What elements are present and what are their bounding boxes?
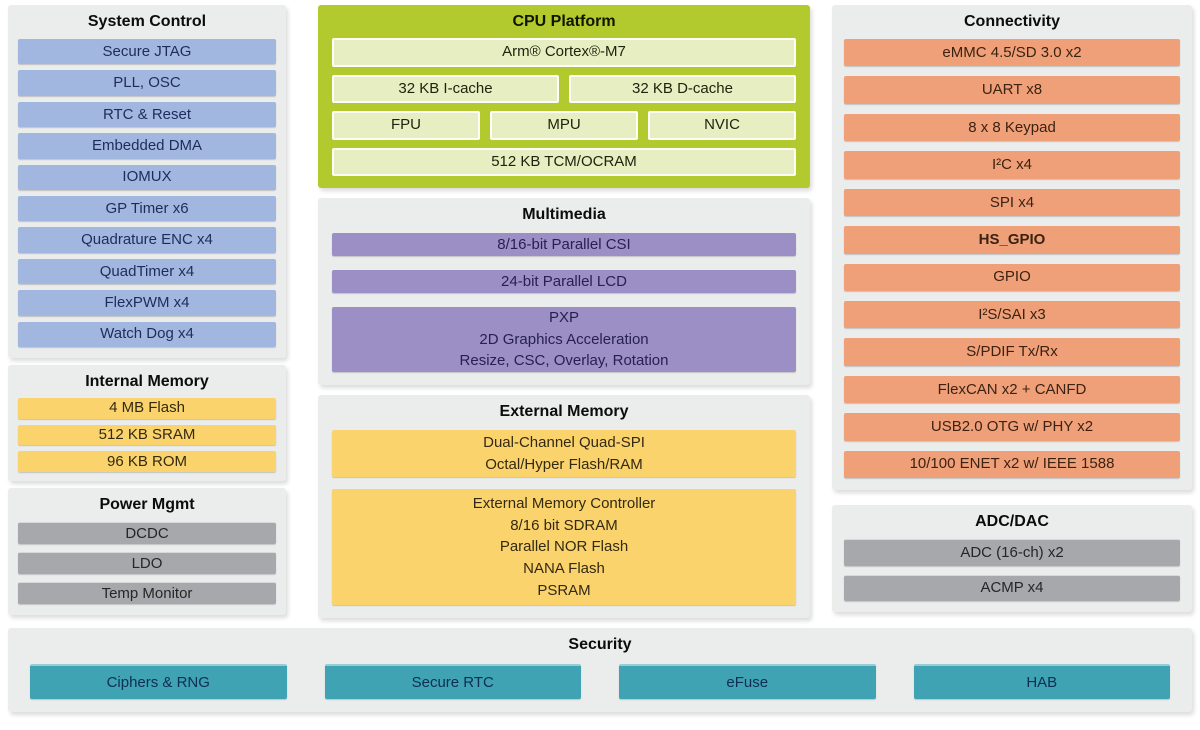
block-item: 32 KB D-cache <box>569 74 796 103</box>
block-item: 24-bit Parallel LCD <box>332 270 796 293</box>
block-item: Secure RTC <box>324 664 581 699</box>
block-item: HS_GPIO <box>844 226 1180 254</box>
block-item: 512 KB SRAM <box>18 424 276 446</box>
block-item: Ciphers & RNG <box>30 664 287 699</box>
block-item: External Memory Controller 8/16 bit SDRA… <box>332 489 796 605</box>
block-item: SPI x4 <box>844 188 1180 217</box>
block-item: 8 x 8 Keypad <box>844 113 1180 142</box>
block-item: Quadrature ENC x4 <box>18 227 276 253</box>
external-memory-list: Dual-Channel Quad-SPI Octal/Hyper Flash/… <box>318 426 810 618</box>
block-item: ACMP x4 <box>844 574 1180 601</box>
block-item: RTC & Reset <box>18 101 276 128</box>
section-security: Security Ciphers & RNG Secure RTC eFuse HAB <box>8 628 1192 712</box>
cpu-row: 512 KB TCM/OCRAM <box>332 147 796 176</box>
multimedia-list: 8/16-bit Parallel CSI 24-bit Parallel LCD… <box>318 229 810 385</box>
block-item: Secure JTAG <box>18 39 276 65</box>
block-item: FlexPWM x4 <box>18 290 276 316</box>
block-item: Watch Dog x4 <box>18 321 276 348</box>
block-item: I²C x4 <box>844 151 1180 179</box>
section-title-adc-dac: ADC/DAC <box>975 513 1049 530</box>
block-item: PLL, OSC <box>18 70 276 96</box>
section-multimedia: Multimedia 8/16-bit Parallel CSI 24-bit P… <box>318 198 810 385</box>
internal-memory-list: 4 MB Flash 512 KB SRAM 96 KB ROM <box>8 396 286 481</box>
section-title-connectivity: Connectivity <box>963 13 1060 30</box>
block-item: 10/100 ENET x2 w/ IEEE 1588 <box>844 450 1180 479</box>
block-item: USB2.0 OTG w/ PHY x2 <box>844 413 1180 441</box>
block-item: LDO <box>18 552 276 574</box>
block-item: IOMUX <box>18 164 276 191</box>
security-list: Ciphers & RNG Secure RTC eFuse HAB <box>8 659 1192 712</box>
block-item: PXP 2D Graphics Acceleration Resize, CSC… <box>332 307 796 372</box>
block-item: eFuse <box>619 664 876 699</box>
section-title-system-control: System Control <box>87 13 207 30</box>
block-item: 512 KB TCM/OCRAM <box>332 147 796 176</box>
block-item: 96 KB ROM <box>18 451 276 473</box>
section-power-mgmt: Power Mgmt DCDC LDO Temp Monitor <box>8 488 286 615</box>
cpu-row: Arm® Cortex®-M7 <box>332 38 796 67</box>
block-item: FPU <box>332 111 480 140</box>
block-item: UART x8 <box>844 76 1180 104</box>
adc-dac-list: ADC (16-ch) x2 ACMP x4 <box>832 536 1192 612</box>
section-title-internal-memory: Internal Memory <box>85 373 209 390</box>
block-item: S/PDIF Tx/Rx <box>844 338 1180 366</box>
block-item: Dual-Channel Quad-SPI Octal/Hyper Flash/… <box>332 430 796 478</box>
block-item: 32 KB I-cache <box>332 74 559 103</box>
section-title-security: Security <box>568 636 632 653</box>
section-title-power-mgmt: Power Mgmt <box>99 496 195 513</box>
block-item: GPIO <box>844 263 1180 291</box>
block-item: DCDC <box>18 522 276 544</box>
block-item: Arm® Cortex®-M7 <box>332 38 796 67</box>
block-item: 4 MB Flash <box>18 398 276 419</box>
section-cpu-platform: CPU Platform Arm® Cortex®-M7 32 KB I-cach… <box>318 5 810 188</box>
block-item: 8/16-bit Parallel CSI <box>332 233 796 256</box>
section-system-control: System Control Secure JTAG PLL, OSC RTC & … <box>8 5 286 358</box>
block-item: GP Timer x6 <box>18 196 276 222</box>
section-internal-memory: Internal Memory 4 MB Flash 512 KB SRAM 96 … <box>8 365 286 481</box>
section-title-cpu-platform: CPU Platform <box>512 13 616 30</box>
section-title-external-memory: External Memory <box>499 403 629 420</box>
block-item: NVIC <box>648 111 796 140</box>
block-item: Embedded DMA <box>18 133 276 159</box>
block-item: ADC (16-ch) x2 <box>844 539 1180 566</box>
block-item: Temp Monitor <box>18 582 276 604</box>
cpu-row: 32 KB I-cache 32 KB D-cache <box>332 74 796 103</box>
block-item: I²S/SAI x3 <box>844 300 1180 329</box>
block-item: HAB <box>913 664 1170 699</box>
section-external-memory: External Memory Dual-Channel Quad-SPI Oc… <box>318 395 810 618</box>
section-title-multimedia: Multimedia <box>522 206 606 223</box>
block-item: QuadTimer x4 <box>18 258 276 285</box>
power-mgmt-list: DCDC LDO Temp Monitor <box>8 519 286 615</box>
section-adc-dac: ADC/DAC ADC (16-ch) x2 ACMP x4 <box>832 505 1192 612</box>
cpu-platform-grid: Arm® Cortex®-M7 32 KB I-cache 32 KB D-cach… <box>318 36 810 188</box>
block-item: eMMC 4.5/SD 3.0 x2 <box>844 39 1180 67</box>
block-item: FlexCAN x2 + CANFD <box>844 375 1180 404</box>
cpu-row: FPU MPU NVIC <box>332 111 796 140</box>
block-item: MPU <box>490 111 638 140</box>
section-connectivity: Connectivity eMMC 4.5/SD 3.0 x2 UART x8 8 … <box>832 5 1192 490</box>
